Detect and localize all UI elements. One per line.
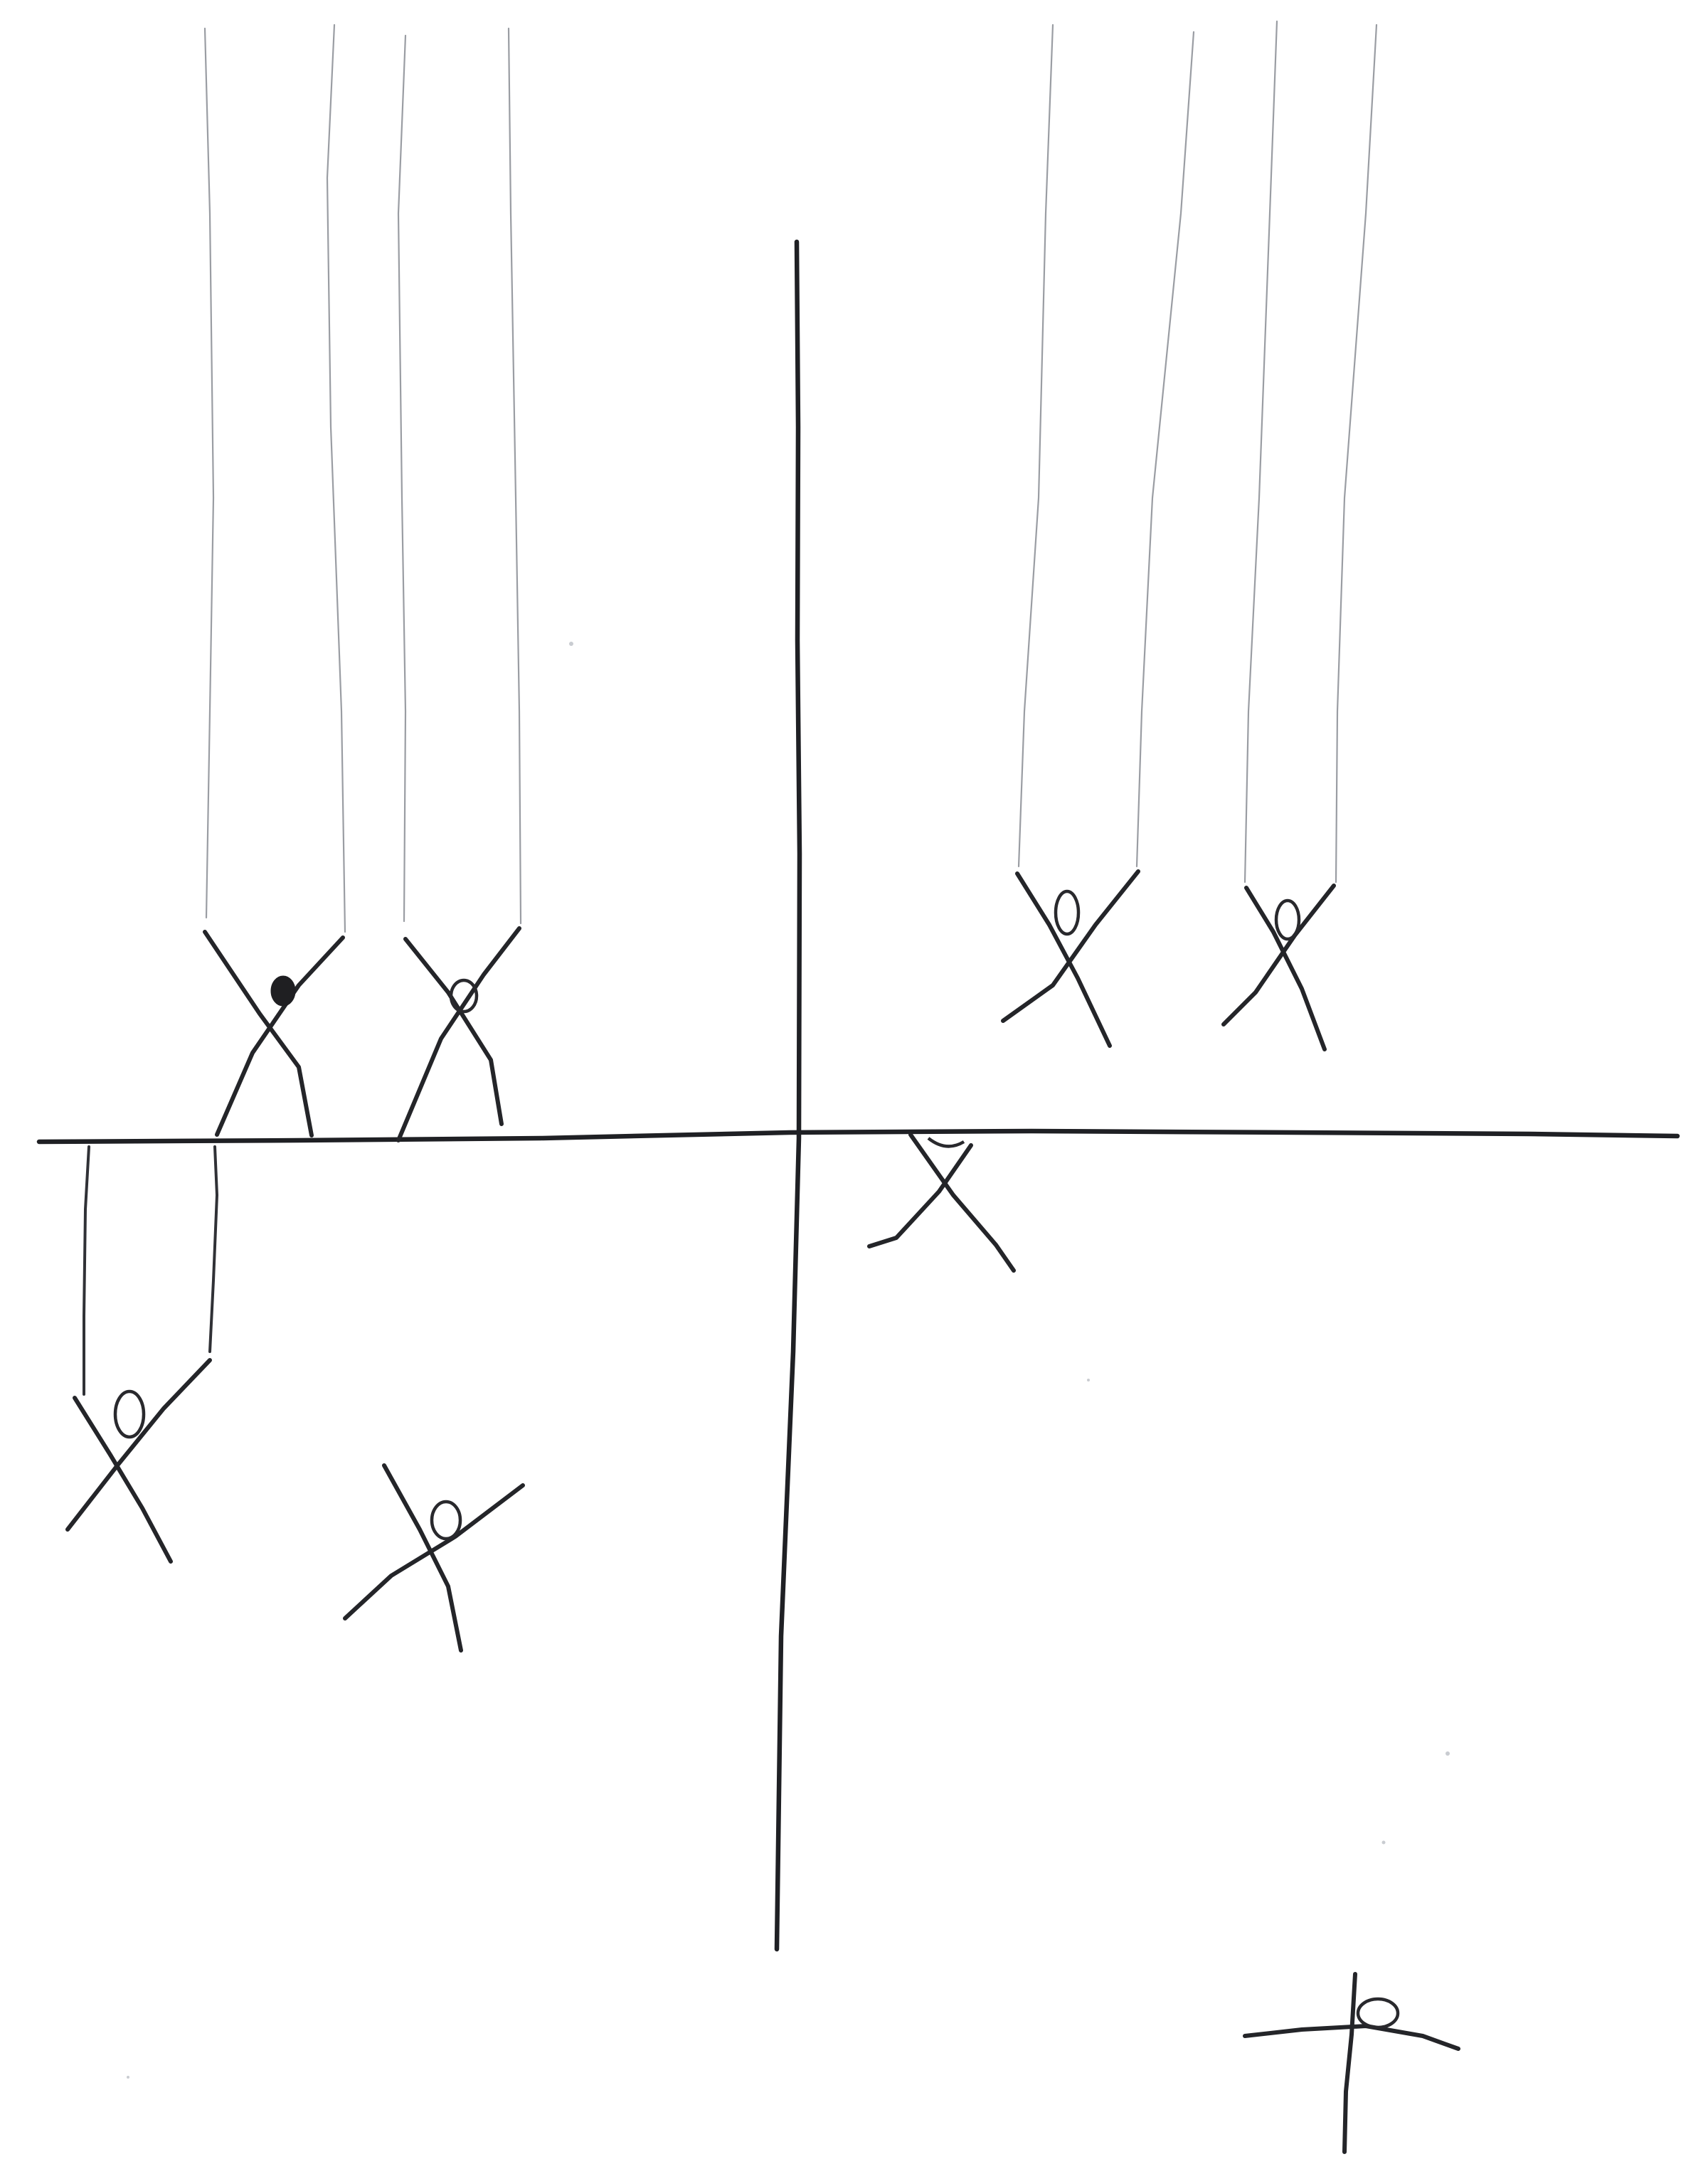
figure-head (272, 977, 295, 1005)
